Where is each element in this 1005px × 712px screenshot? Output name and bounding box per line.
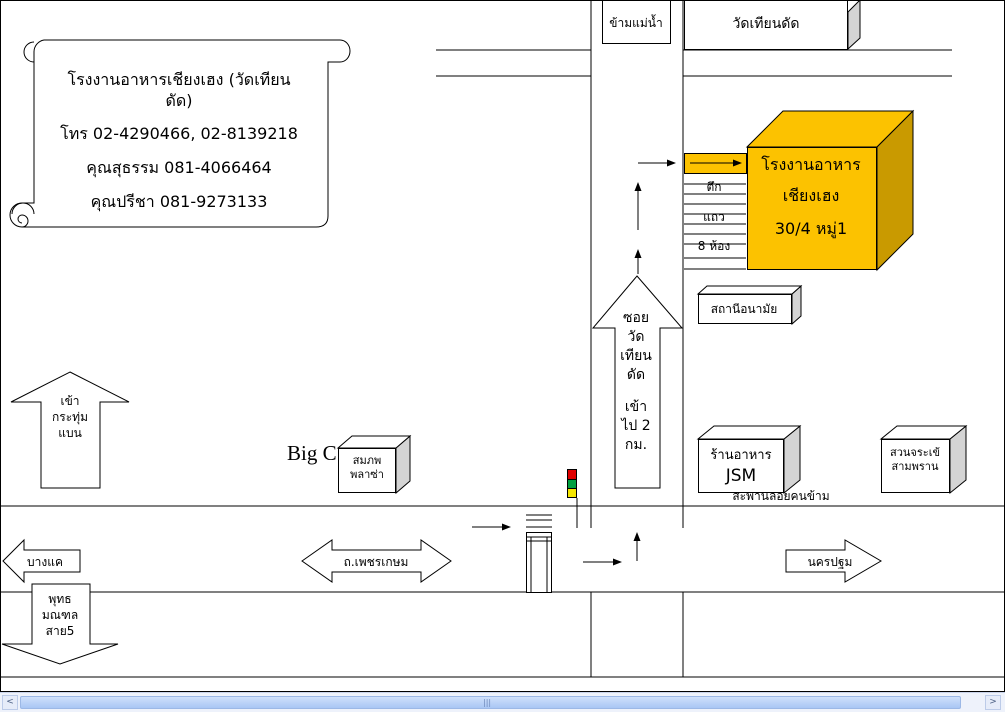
- krathum-label-3: แบน: [58, 426, 82, 440]
- phetkasem-label: ถ.เพชรเกษม: [344, 555, 409, 569]
- row-building-label-3: 8 ห้อง: [698, 239, 730, 253]
- soi-label-7: กม.: [625, 437, 647, 453]
- info-title-line1: โรงงานอาหารเชียงเฮง (วัดเทียน: [67, 70, 290, 89]
- sombhop-plaza-box: สมภพ พลาซ่า: [336, 434, 412, 495]
- factory-building: โรงงานอาหาร เชียงเฮง 30/4 หมู่1: [745, 109, 915, 272]
- chevron-left-icon[interactable]: <: [2, 695, 18, 710]
- nakhon-pathom-label: นครปฐม: [808, 555, 853, 569]
- crocodile-farm-label-1: สวนจระเข้: [890, 446, 940, 459]
- footbridge-structure: [526, 514, 552, 593]
- info-contact-2: คุณปรีชา 081-9273133: [91, 192, 268, 212]
- big-c-label: Big C: [287, 441, 337, 465]
- sombhop-label-1: สมภพ: [353, 454, 381, 467]
- info-scroll: โรงงานอาหารเชียงเฮง (วัดเทียน ดัด) โทร 0…: [9, 39, 351, 228]
- factory-label-2: เชียงเฮง: [783, 186, 840, 205]
- traffic-light-icon: [567, 469, 578, 528]
- nakhon-pathom-arrow: นครปฐม: [785, 539, 882, 583]
- footbridge-label: สะพานลอยคนข้าม: [732, 489, 829, 503]
- chevron-right-icon[interactable]: >: [985, 695, 1001, 710]
- scrollbar-thumb[interactable]: |||: [20, 696, 961, 709]
- jsm-label-2: JSM: [725, 466, 756, 486]
- phutthamonthon-label-1: พุทธ: [48, 592, 71, 607]
- krathum-label-1: เข้า: [60, 394, 79, 408]
- temple-label: วัดเทียนดัด: [733, 16, 800, 32]
- info-title-line2: ดัด): [165, 91, 192, 110]
- health-center-box: สถานีอนามัย: [696, 284, 803, 326]
- factory-label-1: โรงงานอาหาร: [761, 155, 861, 174]
- route-map: ข้ามแม่น้ำ วัดเทียนดัด โรงงานอาหารเชียงเ…: [0, 0, 1005, 692]
- soi-label-1: ซอย: [623, 310, 649, 326]
- soi-label-5: เข้า: [625, 399, 647, 415]
- sombhop-label-2: พลาซ่า: [350, 468, 384, 481]
- crocodile-farm-box: สวนจระเข้ สามพราน: [879, 424, 968, 495]
- crocodile-farm-label-2: สามพราน: [892, 460, 939, 473]
- soi-entry-arrow: ซอย วัด เทียน ดัด เข้า ไป 2 กม.: [591, 275, 684, 489]
- bang-khae-label: บางแค: [27, 555, 63, 569]
- krathum-label-2: กระทุ่ม: [52, 410, 88, 425]
- bang-khae-arrow: บางแค: [2, 538, 81, 584]
- soi-label-4: ดัด: [627, 367, 645, 383]
- factory-label-3: 30/4 หมู่1: [775, 219, 847, 239]
- temple-box: วัดเทียนดัด: [684, 0, 861, 51]
- health-center-label: สถานีอนามัย: [711, 302, 778, 316]
- phutthamonthon-label-2: มณฑล: [42, 608, 78, 622]
- river-crossing-label: ข้ามแม่น้ำ: [609, 14, 662, 30]
- row-building-label-1: ตึก: [706, 180, 721, 194]
- scrollbar-grip: |||: [483, 698, 492, 707]
- info-contact-1: คุณสุธรรม 081-4066464: [86, 158, 271, 178]
- info-phone: โทร 02-4290466, 02-8139218: [60, 124, 298, 143]
- jsm-restaurant-box: ร้านอาหาร JSM: [696, 424, 802, 495]
- jsm-label-1: ร้านอาหาร: [710, 448, 771, 463]
- phutthamonthon-label-3: สาย5: [46, 624, 75, 638]
- row-buildings: ตึก แถว 8 ห้อง: [684, 153, 747, 270]
- soi-label-2: วัด: [628, 329, 645, 345]
- krathum-baen-arrow: เข้า กระทุ่ม แบน: [10, 371, 130, 489]
- river-crossing-box: [602, 0, 671, 44]
- row-building-label-2: แถว: [703, 210, 725, 224]
- soi-label-6: ไป 2: [620, 417, 650, 434]
- arrow-head: [733, 159, 742, 167]
- phetkasem-double-arrow: ถ.เพชรเกษม: [301, 539, 452, 583]
- phutthamonthon-arrow: พุทธ มณฑล สาย5: [1, 583, 119, 665]
- horizontal-scrollbar[interactable]: < ||| >: [0, 692, 1005, 712]
- soi-label-3: เทียน: [620, 348, 652, 364]
